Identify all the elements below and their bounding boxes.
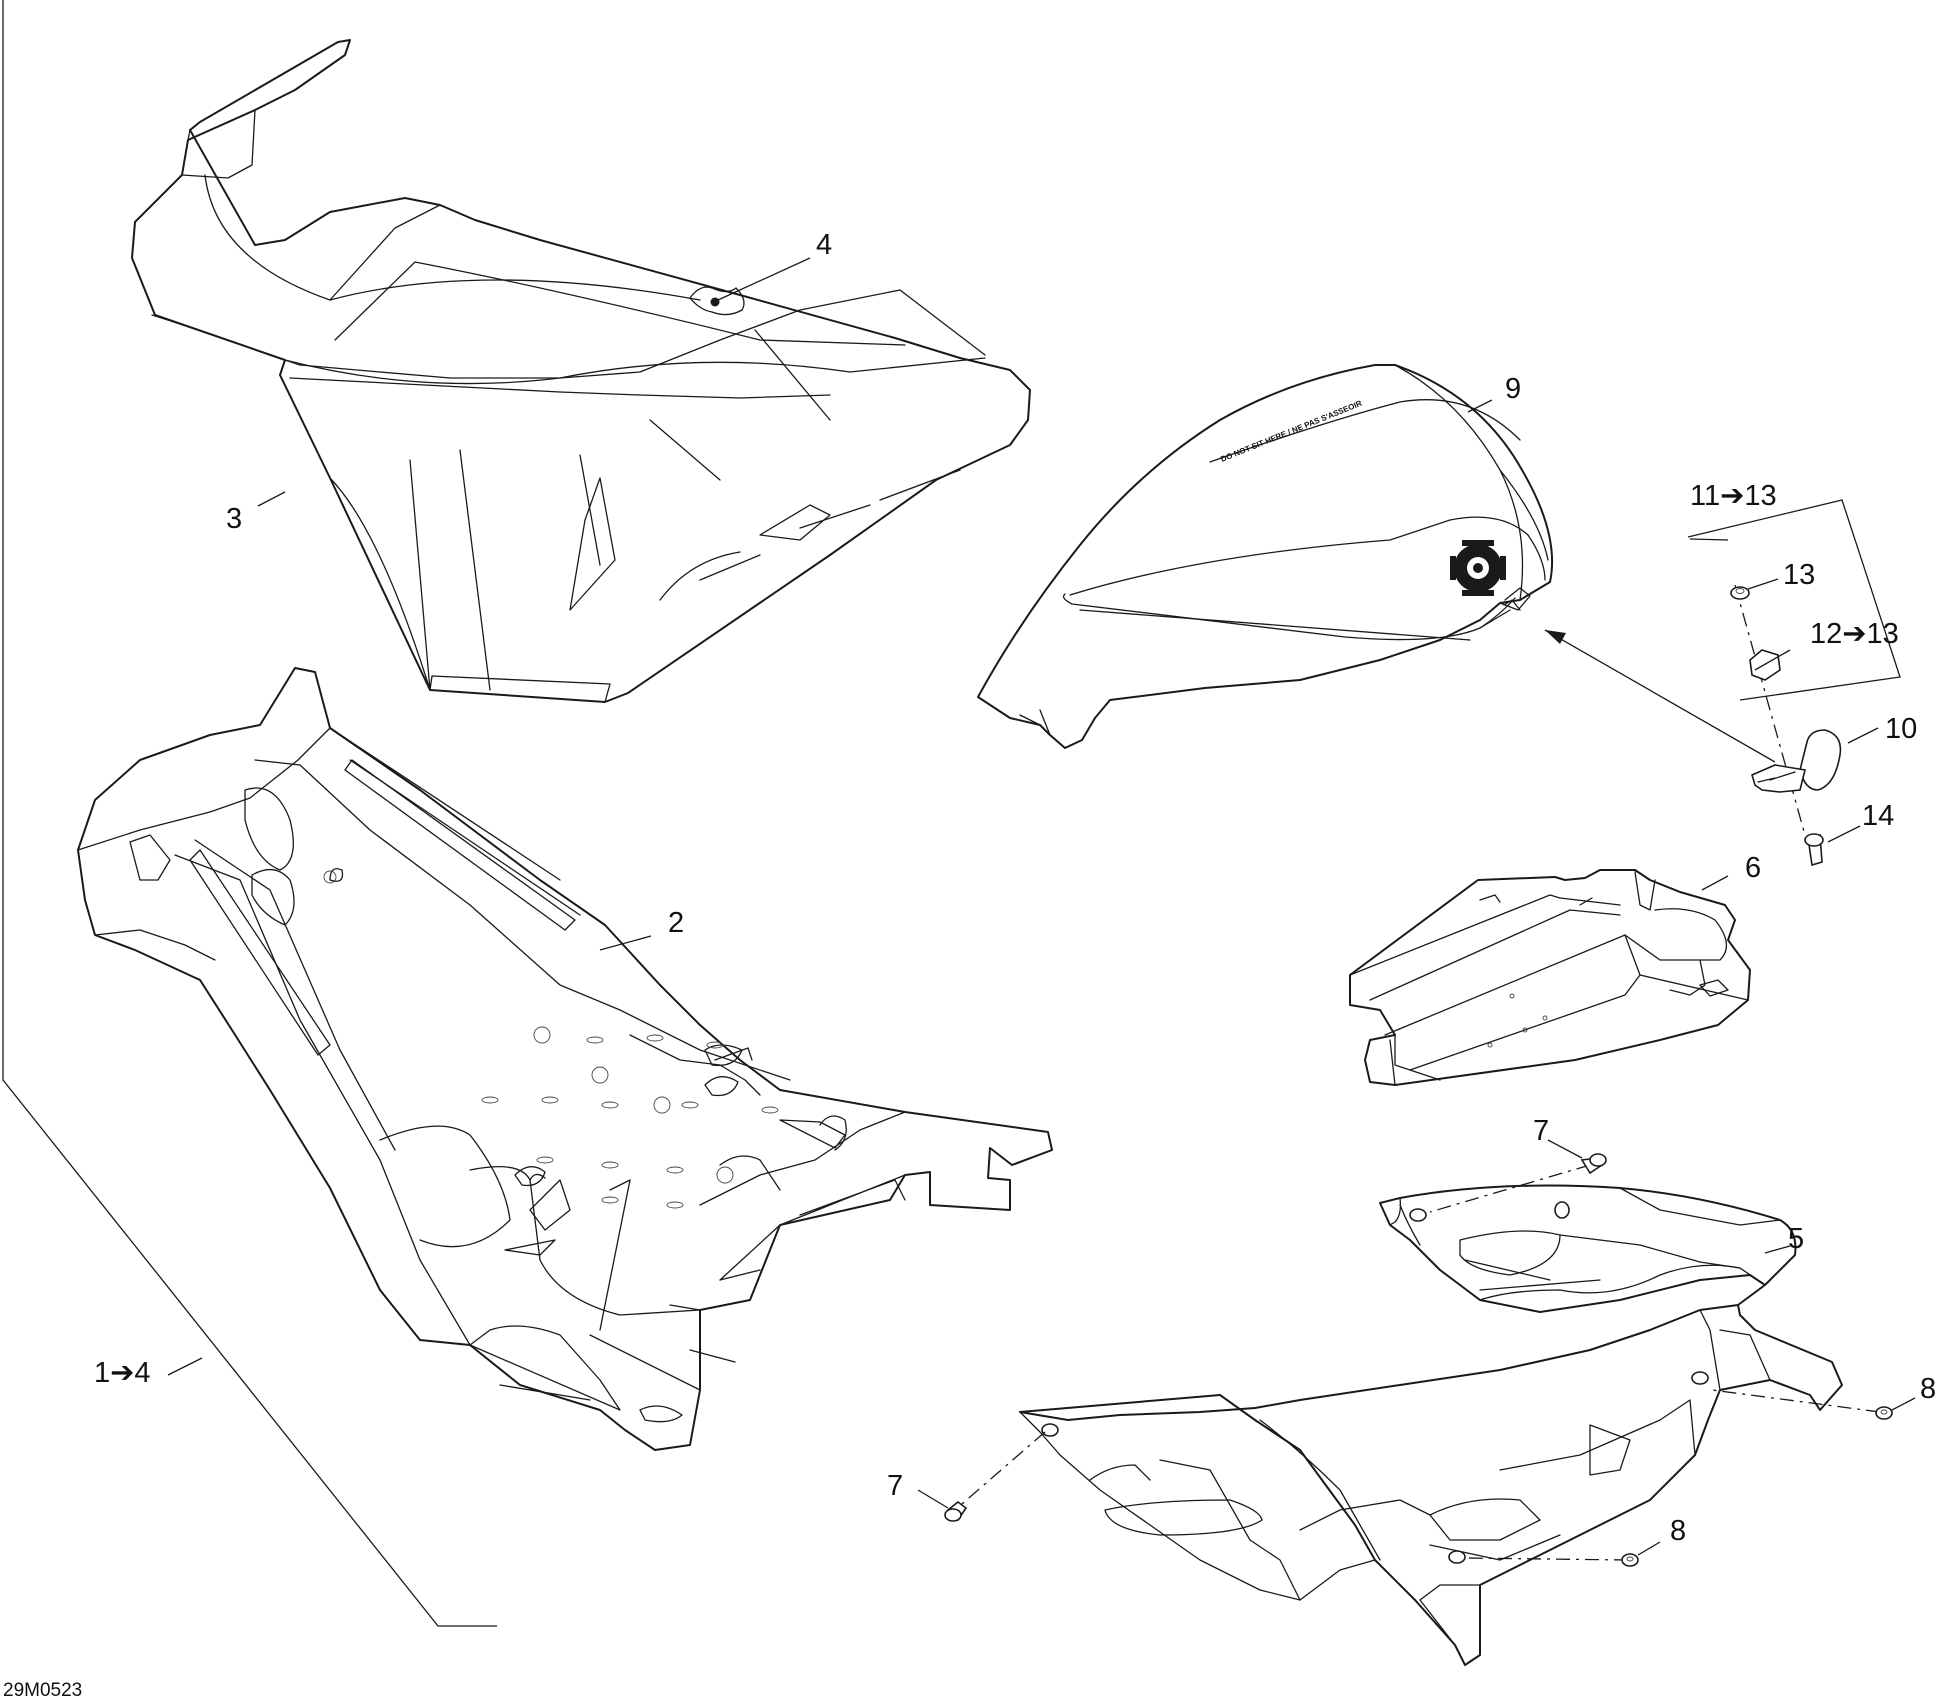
- callout-8-bottom: 8: [1670, 1515, 1686, 1547]
- callout-10: 10: [1885, 713, 1917, 745]
- tray-part-6: [1349, 869, 1751, 1086]
- callout-3: 3: [226, 503, 242, 535]
- callout-4: 4: [816, 229, 832, 261]
- nut-8-bottom: [1621, 1553, 1639, 1567]
- nut-8-right: [1875, 1406, 1893, 1420]
- callout-1-4: 1➔4: [94, 1357, 151, 1389]
- seat-base-part-2: [77, 667, 1053, 1451]
- callout-2: 2: [668, 907, 684, 939]
- latch-hardware-group: [1544, 499, 1901, 867]
- callout-5: 5: [1788, 1223, 1804, 1255]
- callout-11-13: 11➔13: [1690, 480, 1777, 512]
- callout-8-right: 8: [1920, 1373, 1936, 1405]
- latch-10: [1751, 729, 1842, 793]
- nut-13: [1730, 586, 1750, 600]
- callout-12-13: 12➔13: [1810, 618, 1899, 650]
- pan-slots: [323, 870, 779, 1209]
- rear-panel-part-5: [1019, 1184, 1843, 1666]
- callout-6: 6: [1745, 852, 1761, 884]
- callout-7-bottom: 7: [887, 1470, 903, 1502]
- gear-logo-icon: [1450, 540, 1506, 596]
- fasteners-7-8: [944, 1153, 1893, 1567]
- callout-7-top: 7: [1533, 1115, 1549, 1147]
- storage-cover-part-9: DO NOT SIT HERE / NE PAS S'ASSEOIR: [977, 364, 1554, 749]
- screw-7-bottom: [944, 1500, 968, 1522]
- callout-14: 14: [1862, 800, 1894, 832]
- seat-part-3: [131, 39, 1031, 703]
- callout-leaders: [167, 257, 1916, 1556]
- callout-labels: 1➔4 2 3 4 5 6 7 7 8 8 9 10 11➔13 12➔13 1…: [3, 229, 1936, 1700]
- callout-13: 13: [1783, 559, 1815, 591]
- group-bracket-1-4: [2, 0, 497, 1627]
- screw-7-top: [1580, 1153, 1607, 1175]
- callout-9: 9: [1505, 373, 1521, 405]
- screw-14: [1804, 833, 1824, 867]
- figure-code: 29M0523: [3, 1680, 82, 1700]
